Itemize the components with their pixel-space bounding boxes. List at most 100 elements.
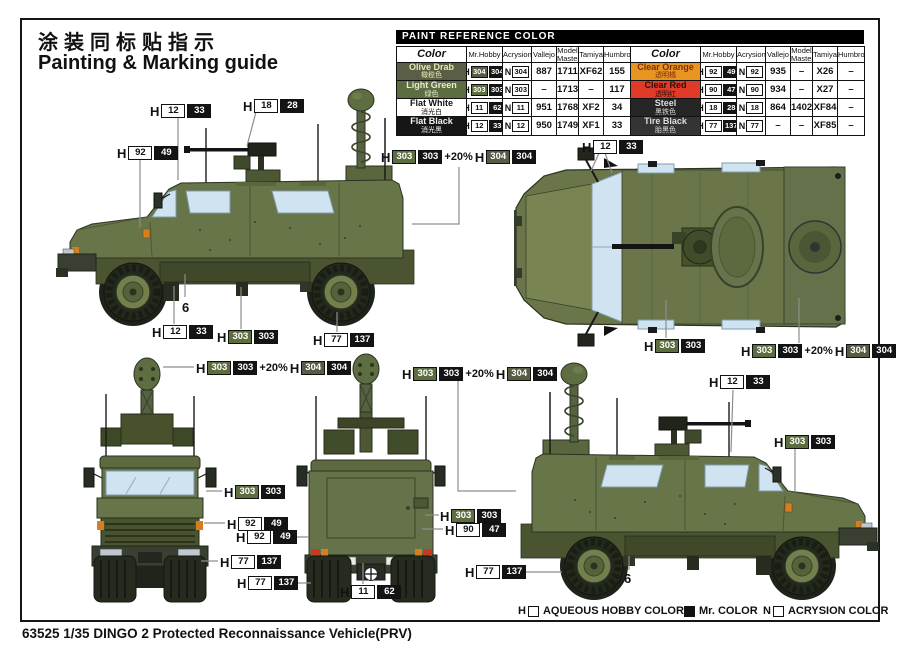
page-border-frame	[20, 18, 880, 622]
callout-code-box: 303	[207, 361, 232, 375]
callout-prefix: H	[440, 508, 450, 524]
callout-prefix: H	[313, 332, 323, 348]
paint-code-box: 92	[704, 65, 722, 78]
paint-code-box: 304	[488, 65, 502, 78]
kit-caption: 63525 1/35 DINGO 2 Protected Reconnaissa…	[22, 626, 412, 641]
paint-code-box: 77	[704, 119, 722, 132]
callout-code-box: 92	[247, 530, 272, 544]
filled-box-icon	[684, 605, 695, 617]
table-header-model-master: Model Master	[790, 46, 813, 63]
callout-code-box: 303	[752, 344, 777, 358]
callout-code-box: 49	[154, 146, 179, 160]
callout-code-box: 47	[482, 523, 507, 537]
paint-code-box: 18	[704, 101, 722, 114]
mm-cell: 1713	[556, 80, 579, 100]
callout-prefix: H	[465, 564, 475, 580]
legend-mr-color: Mr. COLOR	[684, 605, 758, 617]
callout-code-box: 304	[507, 367, 532, 381]
paint-table-title: PAINT REFERENCE COLOR	[396, 30, 864, 44]
callout-prefix: H	[243, 98, 253, 114]
callout-prefix: H	[227, 516, 237, 532]
callout-code-box: 303	[477, 509, 502, 523]
callout-mix-percent: +20%	[444, 151, 473, 163]
callout-prefix: H	[220, 554, 230, 570]
callout-prefix: H	[224, 484, 234, 500]
table-header-vallejo: Vallejo	[765, 46, 791, 63]
humbrol-cell: 34	[603, 98, 631, 118]
callout-code-box: 77	[476, 565, 501, 579]
callout-code-box: 304	[872, 344, 897, 358]
page-title-english: Painting & Marking guide	[38, 52, 279, 74]
table-header-acrysion: Acrysion	[502, 46, 532, 63]
tamiya-cell: X27	[812, 80, 838, 100]
callout-mix-percent: +20%	[804, 345, 833, 357]
humbrol-cell: –	[837, 80, 865, 100]
callout-code-box: 303	[778, 344, 803, 358]
vallejo-cell: 950	[531, 116, 557, 136]
callout-code-box: 304	[512, 150, 537, 164]
mm-cell: –	[790, 61, 813, 82]
callout-code-box: 49	[264, 517, 289, 531]
table-header-humbrol: Humbrol	[603, 46, 631, 63]
paint-code-box: 77	[746, 119, 764, 132]
callout-code-box: 12	[163, 325, 188, 339]
callout-code-box: 18	[254, 99, 279, 113]
legend-aqueous-label: AQUEOUS HOBBY COLOR	[542, 605, 684, 617]
legend-n-prefix: N	[763, 605, 771, 617]
mm-cell: 1711	[556, 61, 579, 82]
tamiya-cell: XF84	[812, 98, 838, 118]
callout-code-box: 33	[746, 375, 771, 389]
paint-code-box: 11	[512, 101, 530, 114]
mm-cell: –	[790, 80, 813, 100]
callout-code-box: 303	[254, 330, 279, 344]
callout-code-box: 90	[456, 523, 481, 537]
mm-cell: 1768	[556, 98, 579, 118]
callout-code-box: 303	[413, 367, 438, 381]
humbrol-cell: –	[837, 98, 865, 118]
callout-prefix: H	[445, 522, 455, 538]
callout-prefix: H	[834, 343, 845, 359]
callout-prefix: H	[289, 360, 300, 376]
callout-code-box: 304	[846, 344, 871, 358]
paint-code-box: 33	[488, 119, 502, 132]
callout-code-box: 92	[128, 146, 153, 160]
callout-mix-percent: +20%	[465, 368, 494, 380]
legend-acrysion-label: ACRYSION COLOR	[787, 605, 889, 617]
humbrol-cell: 155	[603, 61, 631, 82]
paint-code-box: 304	[470, 65, 488, 78]
callout-code-box: 137	[502, 565, 527, 579]
table-row: Olive Drab橄榄色H304304N3048871711XF62155Cl…	[396, 61, 865, 82]
callout-code-box: 304	[486, 150, 511, 164]
callout-prefix: H	[402, 366, 412, 382]
callout-prefix: H	[644, 338, 654, 354]
vallejo-cell: 934	[765, 80, 791, 100]
paint-code-box: 92	[746, 65, 764, 78]
table-row: Flat White消光白H1162N119511768XF234Steel黑铁…	[396, 98, 865, 118]
table-header-mr-hobby: Mr.Hobby	[466, 46, 503, 63]
callout-prefix: H	[340, 584, 350, 600]
callout-code-box: 92	[238, 517, 263, 531]
callout-code-box: 77	[248, 576, 273, 590]
